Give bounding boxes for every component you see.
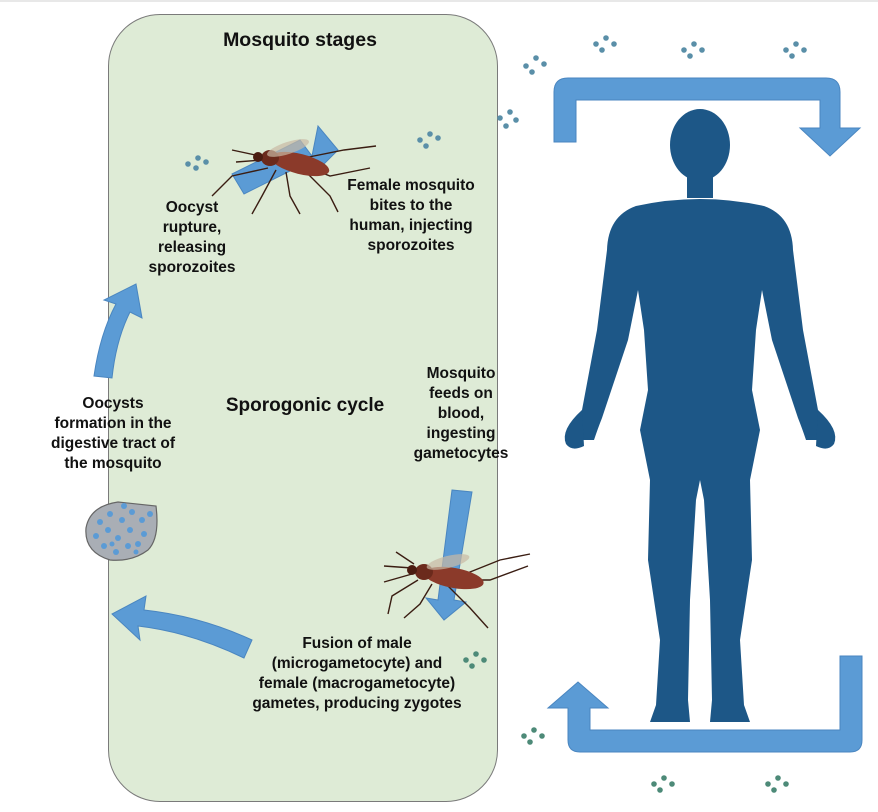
gametocyte-dots <box>463 651 789 793</box>
mosquito-feeding-icon <box>383 551 531 629</box>
oocyst-illustration <box>85 501 158 561</box>
cycle-name: Sporogonic cycle <box>225 395 385 416</box>
mosquito-biting-icon <box>211 139 377 215</box>
step-feeding-label: Mosquito feeds on blood, ingesting gamet… <box>413 365 509 462</box>
step-oocyst-formation-label: Oocysts formation in the digestive tract… <box>50 395 176 472</box>
human-cycle-arrows <box>546 77 863 753</box>
sporozoite-dots <box>185 35 807 171</box>
step-fusion-label: Fusion of male (microgametocyte) and fem… <box>252 635 462 712</box>
human-silhouette <box>564 109 836 722</box>
top-border <box>0 0 878 2</box>
step-bite-label: Female mosquito bites to the human, inje… <box>347 177 475 254</box>
panel-title: Mosquito stages <box>223 29 377 51</box>
step-oocyst-rupture-label: Oocyst rupture, releasing sporozoites <box>148 199 236 276</box>
